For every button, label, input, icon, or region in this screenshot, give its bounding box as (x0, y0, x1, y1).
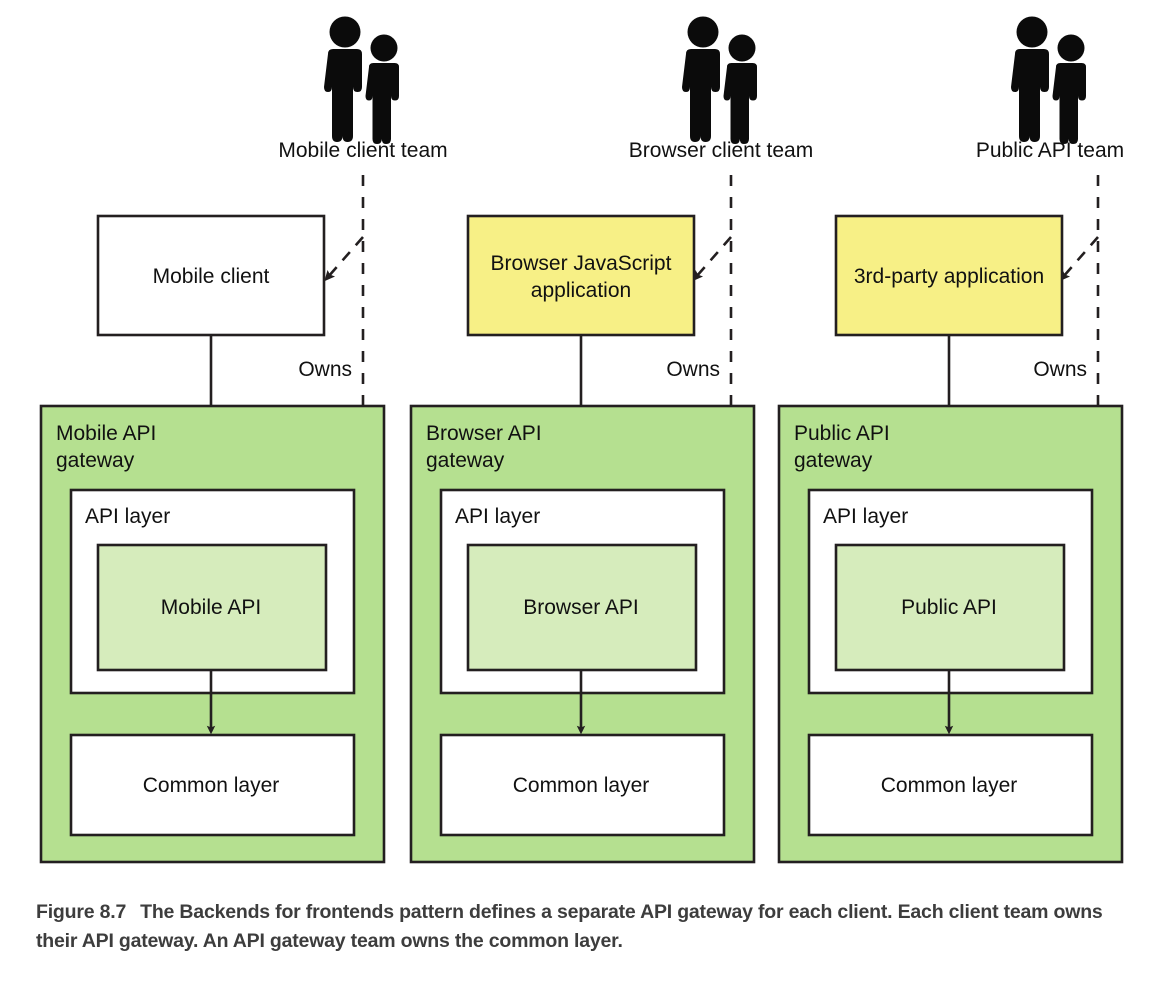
api-label-public: Public API (901, 596, 997, 619)
common-layer-label-public: Common layer (881, 774, 1018, 797)
api-layer-label-browser: API layer (455, 505, 540, 528)
common-layer-box-public[interactable] (807, 733, 1094, 837)
team-label-browser: Browser client team (629, 139, 813, 162)
client-box-label-browser-line2: application (531, 279, 631, 302)
gateway-title-line1-browser: Browser API (426, 422, 542, 445)
two-people-icon-mobile (324, 16, 399, 144)
ownership-branch-client-browser (692, 236, 732, 282)
client-box-label-mobile: Mobile client (153, 265, 270, 288)
owns-label-browser: Owns (666, 358, 720, 381)
gateway-title-line2-public: gateway (794, 449, 873, 472)
ownership-branch-client-mobile (324, 236, 364, 282)
gateway-title-line2-mobile: gateway (56, 449, 135, 472)
api-label-mobile: Mobile API (161, 596, 261, 619)
owns-label-public: Owns (1033, 358, 1087, 381)
client-box-public[interactable] (834, 214, 1064, 337)
gateway-title-line2-browser: gateway (426, 449, 505, 472)
api-layer-label-public: API layer (823, 505, 908, 528)
common-layer-label-browser: Common layer (513, 774, 650, 797)
column-browser: Browser client team Owns Browser JavaScr… (409, 16, 813, 864)
team-label-public: Public API team (976, 139, 1124, 162)
owns-label-mobile: Owns (298, 358, 352, 381)
common-layer-label-mobile: Common layer (143, 774, 280, 797)
figure-number: Figure 8.7 (36, 901, 127, 923)
gateway-title-line1-mobile: Mobile API (56, 422, 156, 445)
client-box-browser[interactable] (466, 214, 696, 337)
common-layer-box-mobile[interactable] (69, 733, 356, 837)
client-box-mobile[interactable] (96, 214, 326, 337)
column-public: Public API team Owns 3rd-party applicati… (777, 16, 1124, 864)
common-layer-box-browser[interactable] (439, 733, 726, 837)
ownership-branch-client-public (1059, 236, 1099, 282)
api-label-browser: Browser API (523, 596, 639, 619)
client-box-label-public: 3rd-party application (854, 265, 1044, 288)
two-people-icon-public (1011, 16, 1086, 144)
column-mobile: Mobile client team Owns Mobile client Mo… (39, 16, 448, 864)
api-box-mobile[interactable] (96, 543, 328, 672)
team-label-mobile: Mobile client team (278, 139, 447, 162)
api-box-public[interactable] (834, 543, 1066, 672)
client-box-label-browser-line1: Browser JavaScript (491, 252, 672, 275)
figure-caption-text: The Backends for frontends pattern defin… (36, 901, 1103, 952)
gateway-title-line1-public: Public API (794, 422, 890, 445)
two-people-icon-browser (682, 16, 757, 144)
api-layer-label-mobile: API layer (85, 505, 170, 528)
